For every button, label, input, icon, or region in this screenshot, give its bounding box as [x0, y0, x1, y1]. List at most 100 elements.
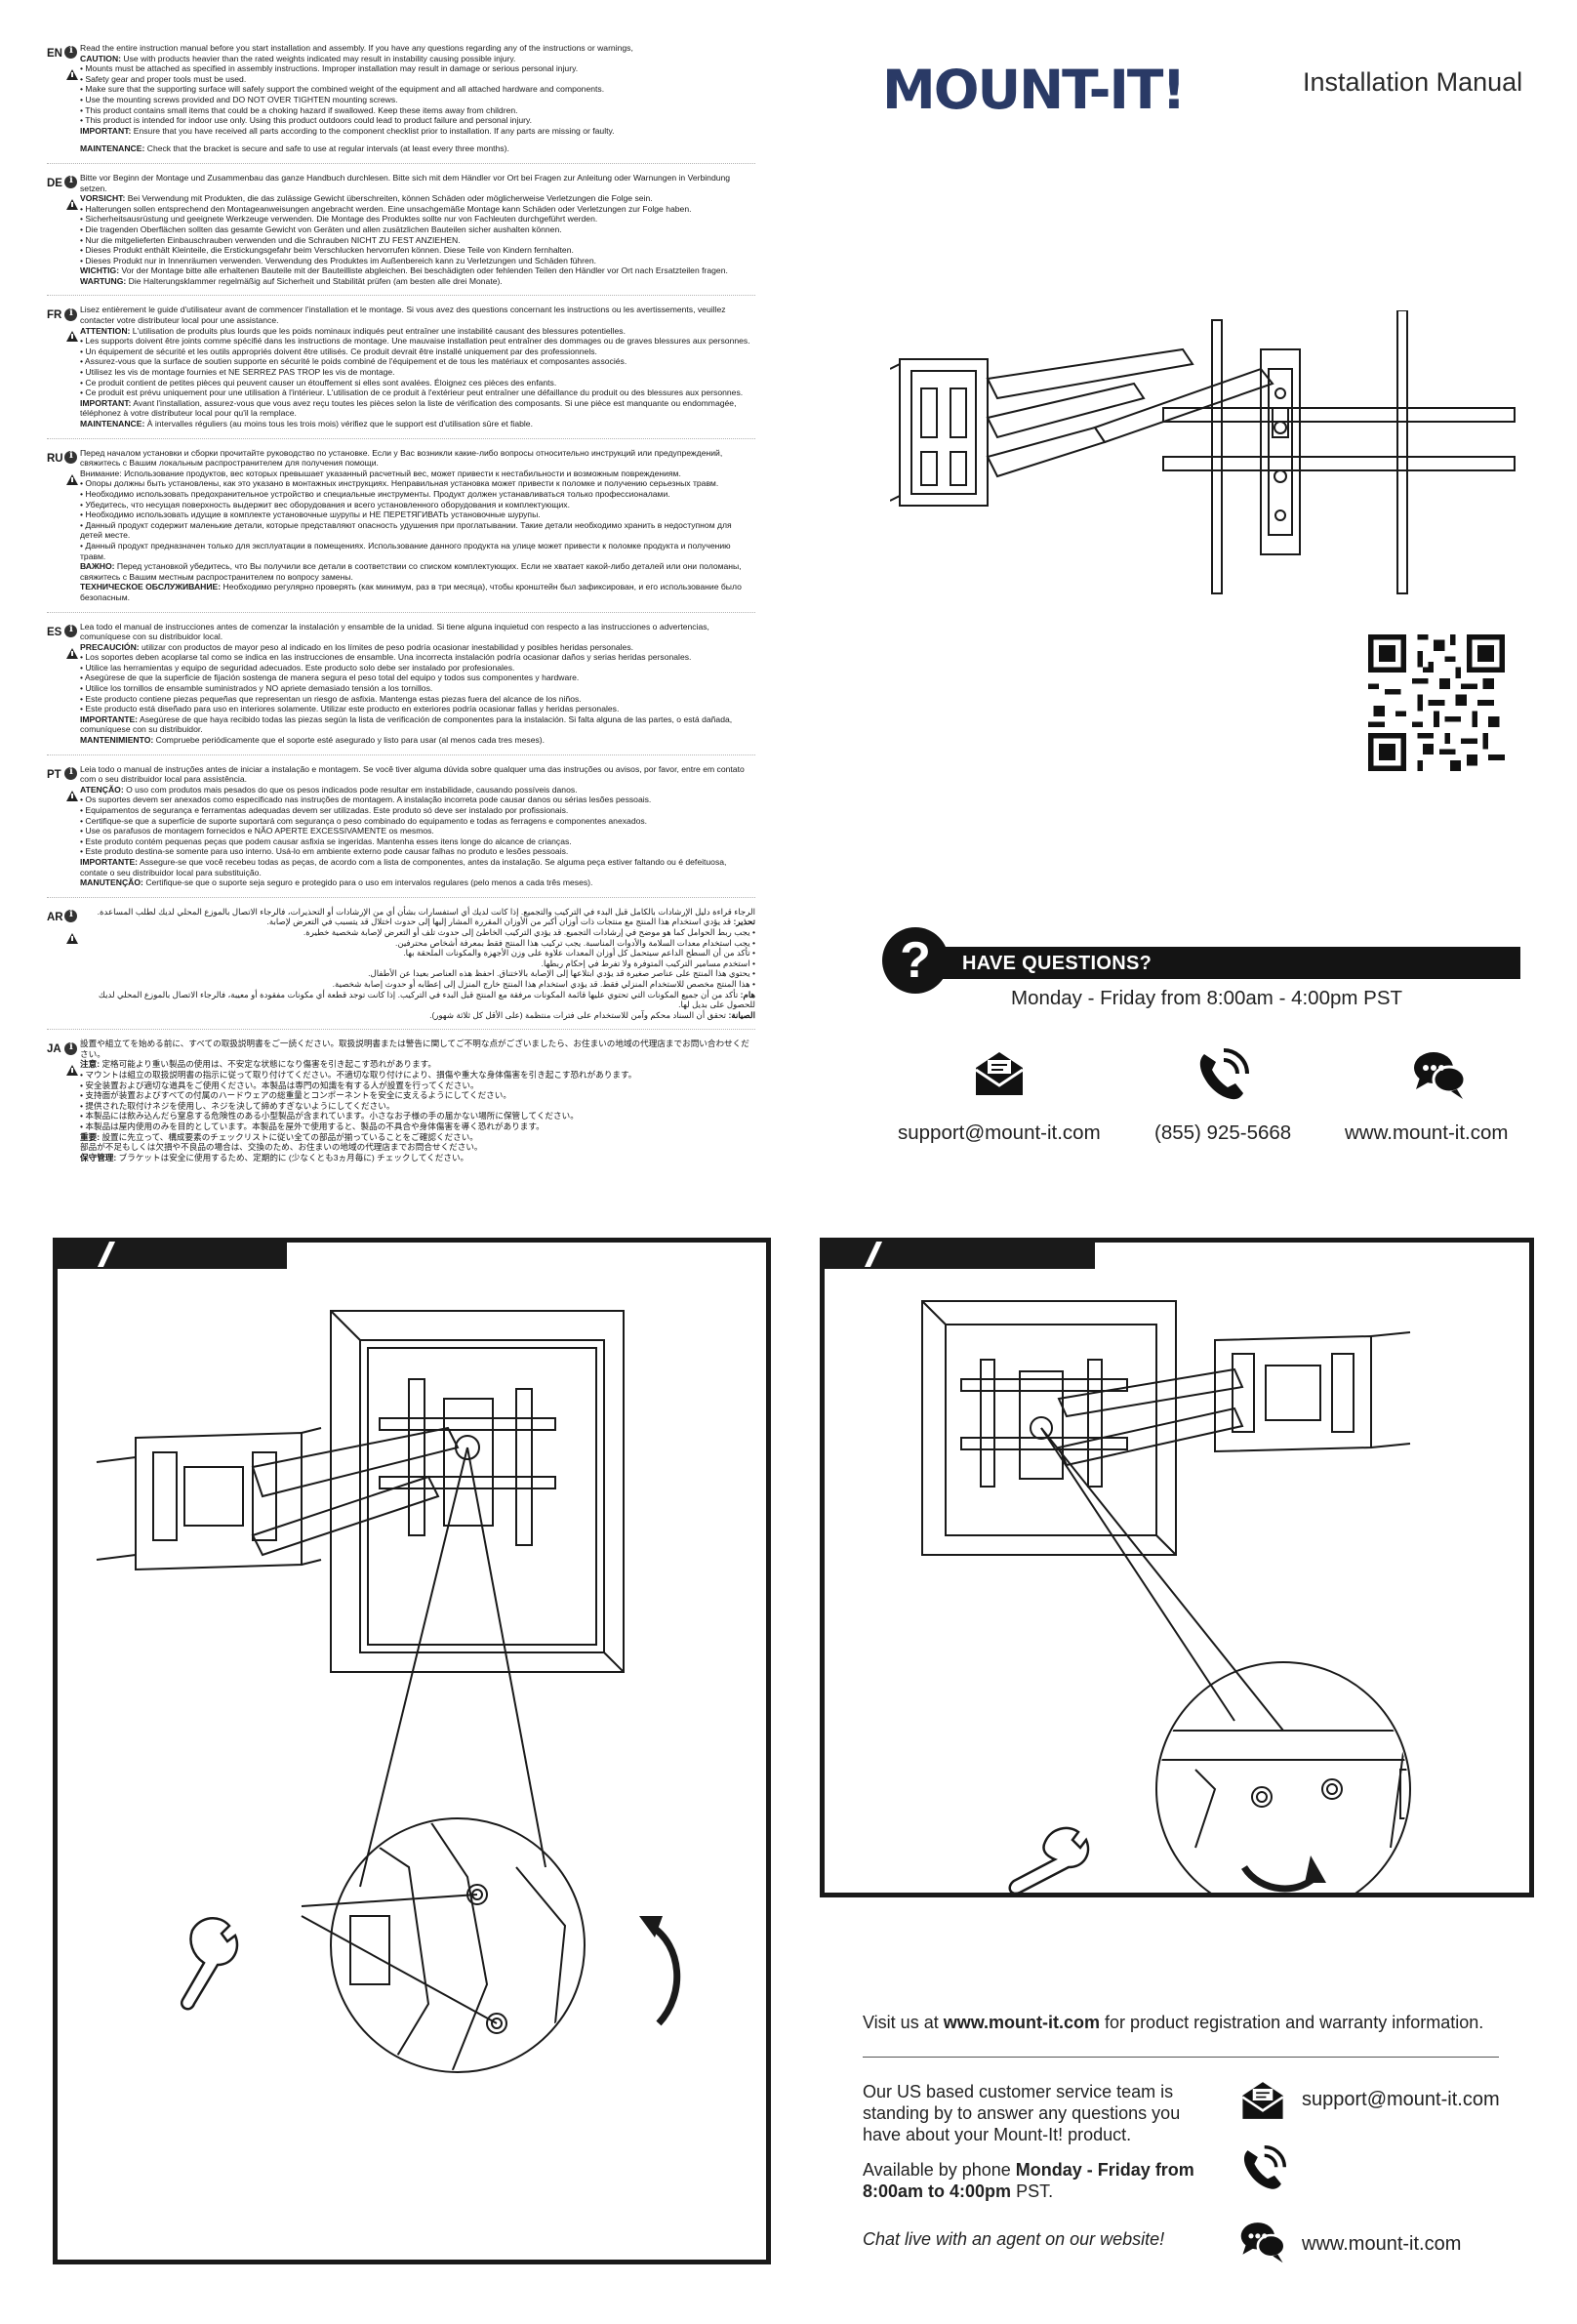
warning-line: • Assurez-vous que la surface de soutien… — [80, 356, 627, 367]
warning-line: • Asegúrese de que la superficie de fija… — [80, 673, 580, 683]
warnings-column: ENRead the entire instruction manual bef… — [47, 43, 755, 1180]
warning-line: • Необходимо использовать предохранитель… — [80, 488, 670, 499]
warning-line: Внимание: Использование продуктов, вес к… — [80, 468, 681, 478]
wall-mount-diagram-left — [96, 1310, 681, 2073]
support-hours: Monday - Friday from 8:00am - 4:00pm PST — [1011, 987, 1403, 1009]
warning-line: IMPORTANTE: Asegúrese de que haya recibi… — [80, 714, 733, 735]
warning-line: • Safety gear and proper tools must be u… — [80, 73, 247, 84]
warning-line: • يجب ربط الحوامل كما هو موضح في إرشادات… — [303, 926, 755, 937]
warning-line: تحذير: قد يؤدي استخدام هذا المنتج مع منت… — [266, 917, 755, 927]
warning-block-ar: ARالرجاء قراءة دليل الإرشادات بالكامل قب… — [47, 907, 755, 1031]
warning-line: 設置や組立てを始める前に、すべての取扱説明書をご一読ください。取扱説明書または警… — [80, 1039, 749, 1059]
language-marker: PT — [47, 764, 80, 888]
chat-text: Chat live with an agent on our website! — [863, 2229, 1165, 2249]
warning-line: • هذا المنتج مخصص للاستخدام المنزلي فقط.… — [332, 978, 755, 989]
info-icon — [64, 307, 77, 321]
info-icon — [64, 909, 77, 923]
divider — [863, 2057, 1499, 2058]
product-illustration — [890, 310, 1516, 594]
warning-block-en: ENRead the entire instruction manual bef… — [47, 43, 755, 164]
language-code: FR — [47, 309, 62, 322]
warning-line: هام: تأكد من أن جميع المكونات التي تحتوي… — [98, 989, 755, 1010]
warning-line: • 提供された取付けネジを使用し、ネジを決して締めすぎないようにしてください。 — [80, 1100, 395, 1111]
qr-code[interactable] — [1368, 634, 1505, 771]
phone-icon — [1199, 1048, 1249, 1100]
warning-line: CAUTION: Use with products heavier than … — [80, 53, 516, 63]
rotate-arrow-icon — [639, 1916, 681, 2026]
warning-icon — [66, 790, 78, 801]
warning-line: • Die tragenden Oberflächen sollten das … — [80, 224, 562, 234]
language-marker: DE — [47, 173, 80, 287]
warning-line: IMPORTANTE: Assegure-se que você recebeu… — [80, 856, 727, 877]
warning-line: • Убедитесь, что несущая поверхность выд… — [80, 499, 570, 510]
warning-icon — [66, 1065, 78, 1077]
warning-line: • Dieses Produkt nur in Innenräumen verw… — [80, 255, 596, 265]
warning-line: MANUTENÇÃO: Certifique-se que o suporte … — [80, 877, 593, 888]
warning-line: Leia todo o manual de instruções antes d… — [80, 763, 745, 785]
warning-line: • يجب استخدام معدات السلامة والأدوات الم… — [395, 937, 755, 948]
warning-line: • Mounts must be attached as specified i… — [80, 63, 579, 74]
info-icon — [64, 766, 77, 780]
language-code: RU — [47, 452, 63, 465]
warning-block-ja: JA設置や組立てを始める前に、すべての取扱説明書をご一読ください。取扱説明書また… — [47, 1039, 755, 1171]
warning-icon — [66, 473, 78, 485]
registration-suffix: for product registration and warranty in… — [1100, 2013, 1484, 2032]
warning-line: ВАЖНО: Перед установкой убедитесь, что В… — [80, 561, 742, 582]
warning-block-ru: RU Перед началом установки и сборки прочи… — [47, 448, 755, 613]
warning-line: MANTENIMIENTO: Compruebe periódicamente … — [80, 735, 546, 746]
warning-icon — [66, 647, 78, 659]
language-code: ES — [47, 626, 62, 638]
warning-line: • Sicherheitsausrüstung und geeignete We… — [80, 214, 598, 224]
language-marker: EN — [47, 43, 80, 154]
step-tab-left — [53, 1238, 287, 1269]
language-marker: RU — [47, 448, 80, 603]
info-icon — [64, 624, 77, 637]
warning-line: • This product is intended for indoor us… — [80, 115, 533, 126]
support-website[interactable]: www.mount-it.com — [1345, 1121, 1509, 1144]
warning-text: الرجاء قراءة دليل الإرشادات بالكامل قبل … — [80, 907, 755, 1021]
back-support-website[interactable]: www.mount-it.com — [1302, 2233, 1462, 2255]
warning-line: • Este produto contém pequenas peças que… — [80, 836, 572, 846]
service-text: Our US based customer service team is st… — [863, 2082, 1181, 2144]
info-icon — [64, 175, 77, 189]
wrench-icon — [180, 1917, 239, 2011]
info-icon — [64, 1041, 77, 1055]
warning-line: IMPORTANT: Ensure that you have received… — [80, 125, 615, 136]
language-code: DE — [47, 177, 62, 189]
phone-icon — [1243, 2145, 1286, 2189]
warning-line: • Make sure that the supporting surface … — [80, 84, 605, 95]
support-email[interactable]: support@mount-it.com — [898, 1121, 1101, 1144]
warning-line: 部品が不足もしくは欠損や不良品の場合は、交換のため、お住まいの地域の代理店までお… — [80, 1142, 483, 1153]
warning-line: • Este producto contiene piezas pequeñas… — [80, 693, 582, 704]
questions-bar — [937, 947, 1520, 979]
registration-link[interactable]: www.mount-it.com — [943, 2013, 1101, 2032]
warning-line: WARTUNG: Die Halterungsklammer regelmäßi… — [80, 275, 503, 286]
warning-line: 注意: 定格可能より重い製品の使用は、不安定な状態になり傷害を引き起こす恐れがあ… — [80, 1059, 436, 1070]
warning-line: 保守管理: ブラケットは安全に使用するため、定期的に (少なくとも3ヵ月毎に) … — [80, 1152, 469, 1162]
warning-text: Read the entire instruction manual befor… — [80, 43, 755, 154]
chat-bubbles-icon — [1414, 1052, 1467, 1099]
registration-text: Visit us at www.mount-it.com for product… — [863, 2011, 1483, 2034]
warning-line: IMPORTANT: Avant l'installation, assurez… — [80, 397, 737, 419]
warning-line: 重要: 設置に先立って、構成要素のチェックリストに従い全ての部品が揃っていること… — [80, 1131, 478, 1142]
registration-prefix: Visit us at — [863, 2013, 944, 2032]
step-panel-right — [820, 1238, 1534, 1897]
support-phone[interactable]: (855) 925-5668 — [1154, 1121, 1292, 1144]
envelope-icon — [975, 1052, 1024, 1095]
question-mark-icon: ? — [882, 927, 949, 994]
phone-availability: Available by phone Monday - Friday from … — [863, 2159, 1224, 2202]
warning-line: WICHTIG: Vor der Montage bitte alle erha… — [80, 265, 728, 276]
step-panel-left — [53, 1238, 771, 2264]
wrench-icon — [1008, 1826, 1090, 1893]
phone-prefix: Available by phone — [863, 2160, 1016, 2180]
back-support-email[interactable]: support@mount-it.com — [1302, 2089, 1500, 2110]
warning-line: • 支持面が装置およびすべての付属のハードウェアの総重量とコンポーネントを安全に… — [80, 1090, 511, 1101]
warning-block-pt: PTLeia todo o manual de instruções antes… — [47, 764, 755, 898]
warning-block-es: ESLea todo el manual de instrucciones an… — [47, 622, 755, 755]
wall-mount-diagram-right — [921, 1300, 1411, 1893]
warning-line: • Необходимо использовать идущие в компл… — [80, 510, 541, 520]
warning-line: • マウントは組立の取扱説明書の指示に従って取り付けてください。不適切な取り付け… — [80, 1070, 637, 1080]
warning-line: Lisez entièrement le guide d'utilisateur… — [80, 305, 726, 326]
warning-line: Перед началом установки и сборки прочита… — [80, 447, 723, 469]
step-tab-right — [820, 1238, 1095, 1269]
